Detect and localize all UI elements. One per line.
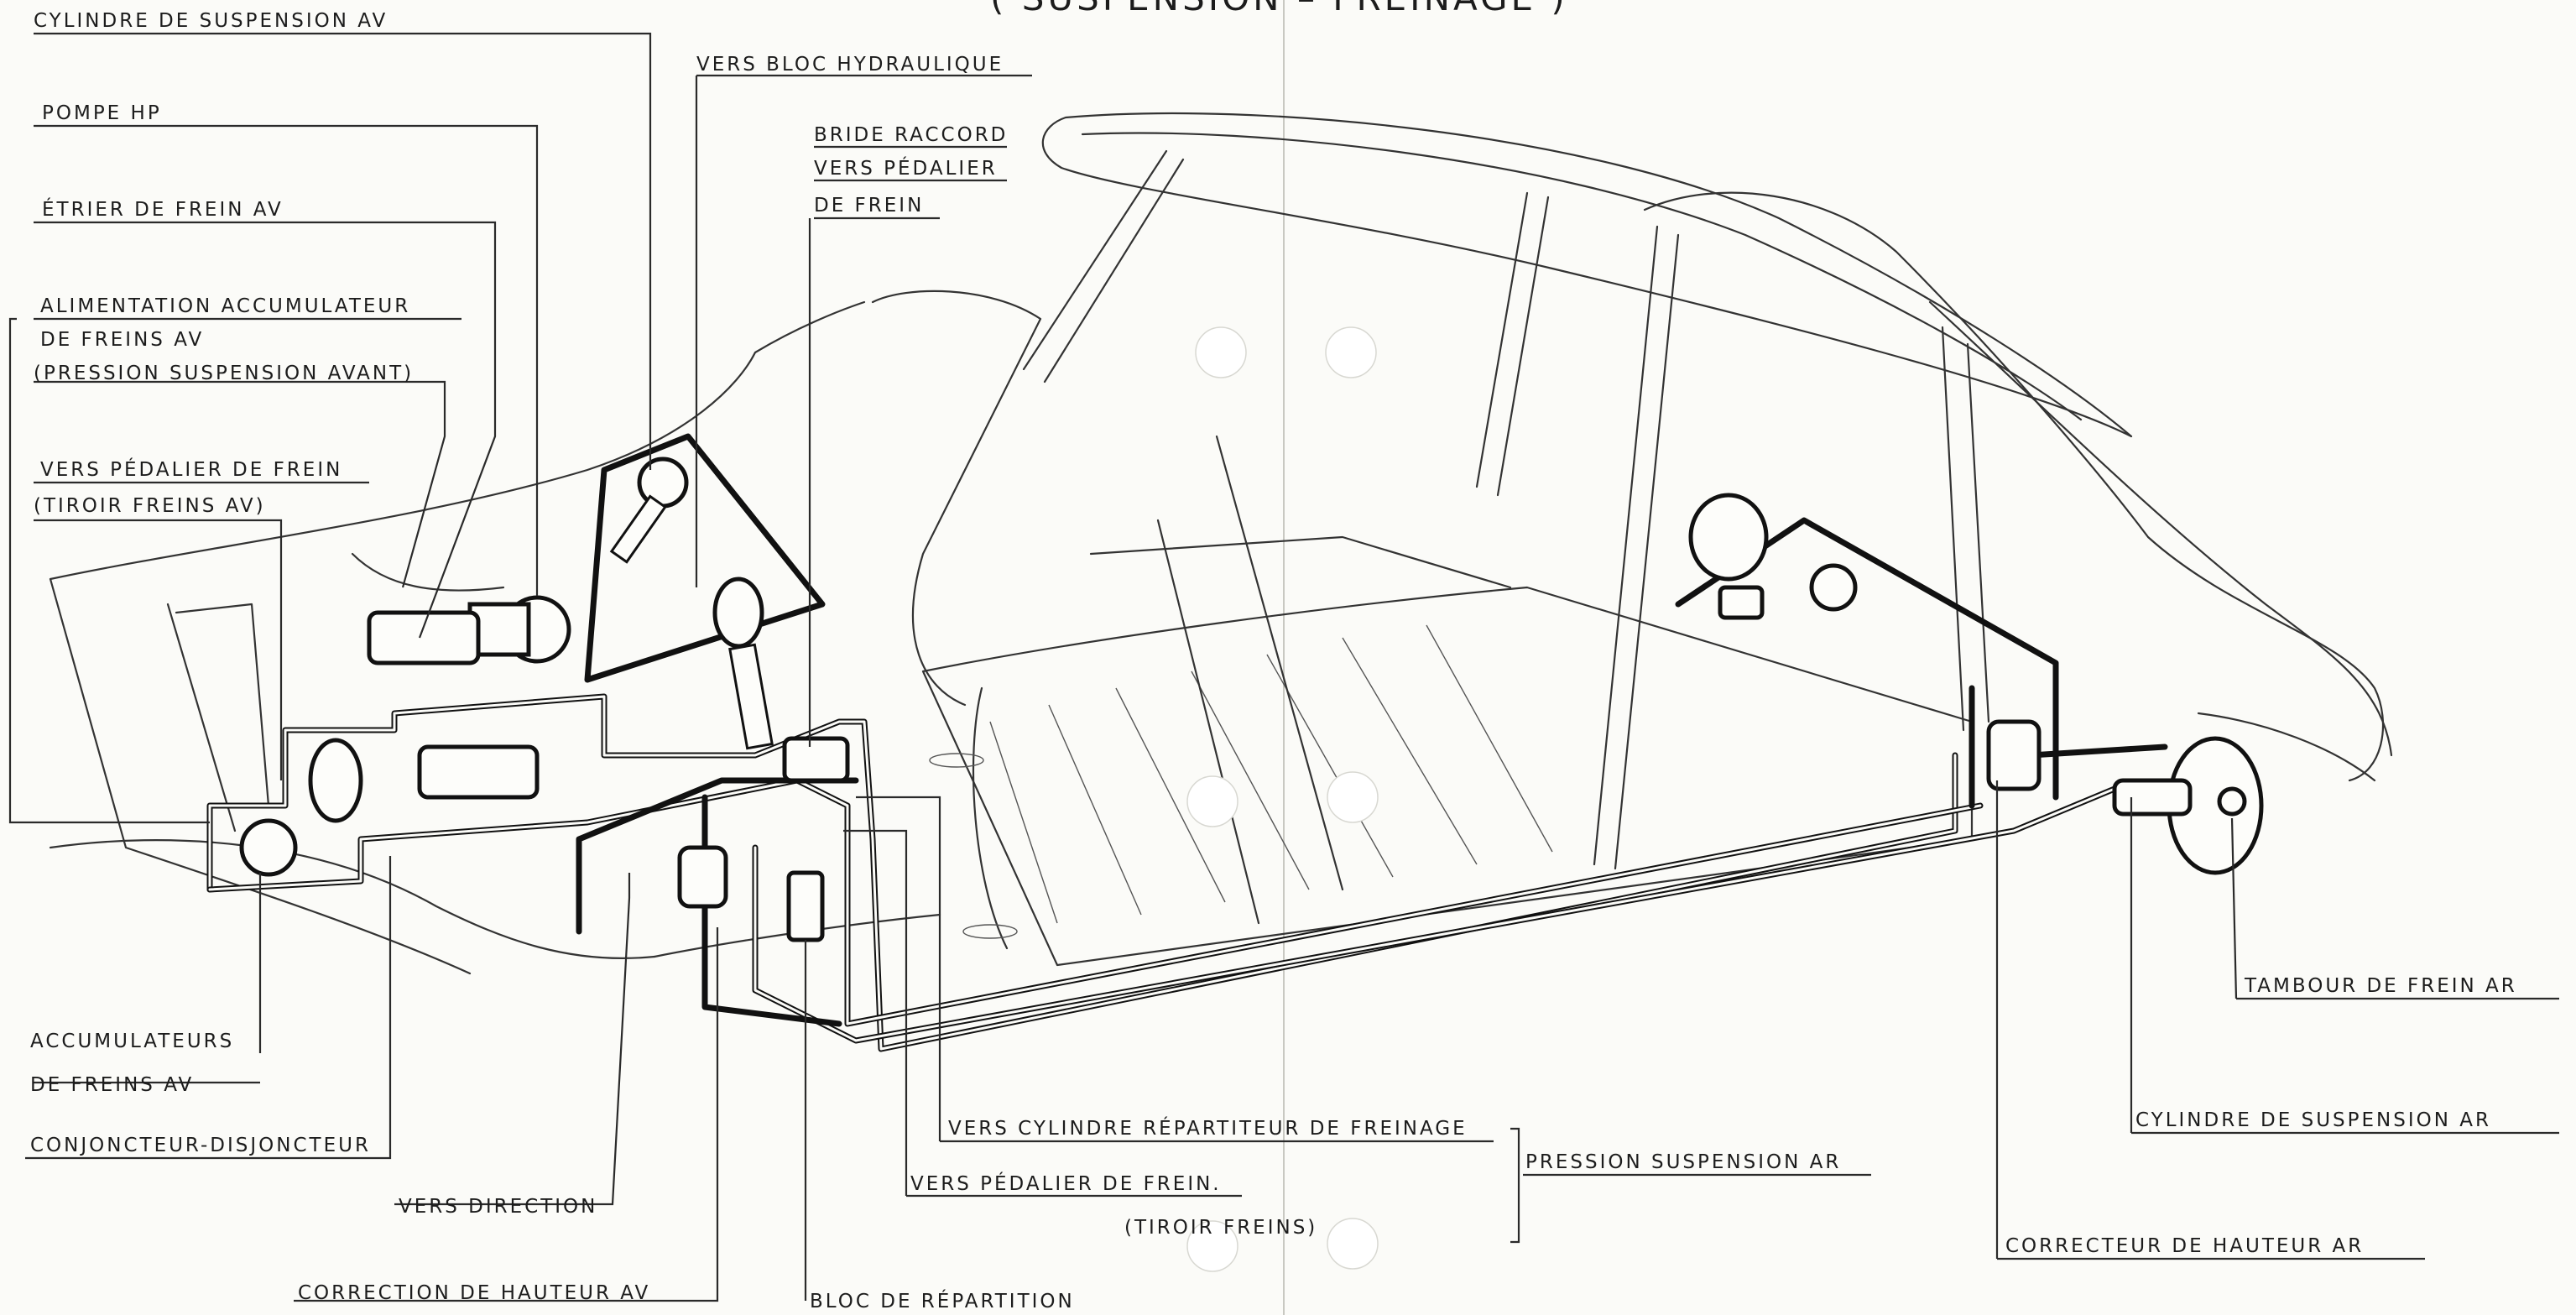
- label-vers-bloc-hydraulique: VERS BLOC HYDRAULIQUE: [696, 54, 1004, 76]
- binder-holes: [1186, 326, 1379, 1272]
- label-etrier-frein-av: ÉTRIER DE FREIN AV: [42, 197, 284, 221]
- label-accumulateurs-line-1: ACCUMULATEURS: [30, 1031, 234, 1052]
- label-alimentation-line-3: (PRESSION SUSPENSION AVANT): [34, 363, 414, 384]
- label-vers-pedalier-frein: VERS PÉDALIER DE FREIN.: [910, 1171, 1222, 1195]
- hydraulic-pipes: [206, 433, 2168, 1052]
- label-correcteur-hauteur-ar: CORRECTEUR DE HAUTEUR AR: [2005, 1235, 2364, 1257]
- label-cylindre-suspension-ar: CYLINDRE DE SUSPENSION AR: [2135, 1109, 2491, 1131]
- label-vers-cylindre-repartiteur: VERS CYLINDRE RÉPARTITEUR DE FREINAGE: [948, 1116, 1468, 1140]
- label-alimentation-line-1: ALIMENTATION ACCUMULATEUR: [40, 295, 410, 317]
- label-bride-line-3: DE FREIN: [814, 195, 924, 217]
- car-body-outline: [49, 112, 2393, 975]
- label-tiroir-freins: (TIROIR FREINS): [1124, 1217, 1317, 1239]
- label-correction-hauteur-av: CORRECTION DE HAUTEUR AV: [298, 1282, 650, 1304]
- label-pression-suspension-ar: PRESSION SUSPENSION AR: [1525, 1151, 1841, 1173]
- label-cylindre-suspension-av: CYLINDRE DE SUSPENSION AV: [34, 10, 388, 32]
- label-vers-direction: VERS DIRECTION: [399, 1196, 597, 1218]
- label-alimentation-line-2: DE FREINS AV: [40, 329, 204, 351]
- diagram-title: ( SUSPENSION – FREINAGE ): [990, 0, 1568, 18]
- label-tambour-frein-ar: TAMBOUR DE FREIN AR: [2244, 975, 2517, 997]
- label-accumulateurs-line-2: DE FREINS AV: [30, 1074, 194, 1096]
- label-conjoncteur-disjoncteur: CONJONCTEUR-DISJONCTEUR: [30, 1135, 371, 1156]
- label-vers-pedalier-av-line-2: (TIROIR FREINS AV): [34, 495, 266, 517]
- label-bride-line-1: BRIDE RACCORD: [814, 124, 1008, 146]
- label-bride-line-2: VERS PÉDALIER: [814, 156, 998, 180]
- label-bloc-repartition: BLOC DE RÉPARTITION: [810, 1289, 1075, 1312]
- label-pompe-hp: POMPE HP: [42, 102, 162, 124]
- leader-lines: [8, 32, 2559, 1302]
- label-vers-pedalier-av-line-1: VERS PÉDALIER DE FREIN: [40, 457, 342, 481]
- hydraulic-components: [239, 457, 2264, 942]
